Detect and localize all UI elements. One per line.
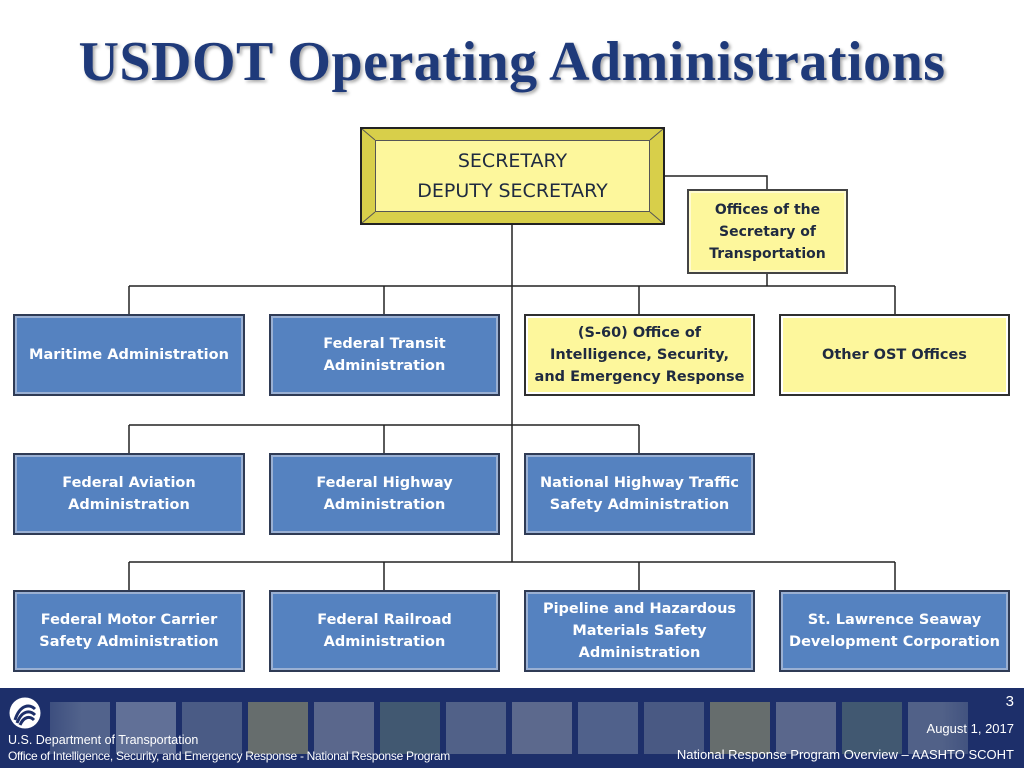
presentation-date: August 1, 2017 [926,721,1014,736]
usdot-logo-icon [9,697,41,729]
phmsa-box: Pipeline and Hazardous Materials Safety … [526,592,753,670]
fmcsa-box: Federal Motor Carrier Safety Administrat… [15,592,243,670]
maritime-administration-box: Maritime Administration [15,316,243,394]
seaway-corporation-box: St. Lawrence Seaway Development Corporat… [781,592,1008,670]
secretary-label: SECRETARY [457,150,568,172]
transport-photo-strip [0,688,1024,768]
secretary-box: SECRETARY DEPUTY SECRETARY [360,127,665,225]
department-name: U.S. Department of Transportation [8,733,199,747]
connector-lines [128,175,896,591]
slide-footer: U.S. Department of Transportation Office… [0,688,1024,768]
office-name: Office of Intelligence, Security, and Em… [8,749,450,763]
s60-office-box: (S-60) Office of Intelligence, Security,… [526,316,753,394]
page-number: 3 [1005,693,1014,710]
fhwa-box: Federal Highway Administration [271,455,498,533]
presentation-title: National Response Program Overview – AAS… [676,747,1014,762]
deputy-secretary-label: DEPUTY SECRETARY [417,180,608,202]
nhtsa-box: National Highway Traffic Safety Administ… [526,455,753,533]
ost-offices-box: Offices of the Secretary of Transportati… [689,191,846,272]
slide-title: USDOT Operating Administrations [78,31,946,93]
fra-box: Federal Railroad Administration [271,592,498,670]
bevel-frame [362,129,663,223]
federal-transit-administration-box: Federal Transit Administration [271,316,498,394]
other-ost-offices-box: Other OST Offices [781,316,1008,394]
faa-box: Federal Aviation Administration [15,455,243,533]
